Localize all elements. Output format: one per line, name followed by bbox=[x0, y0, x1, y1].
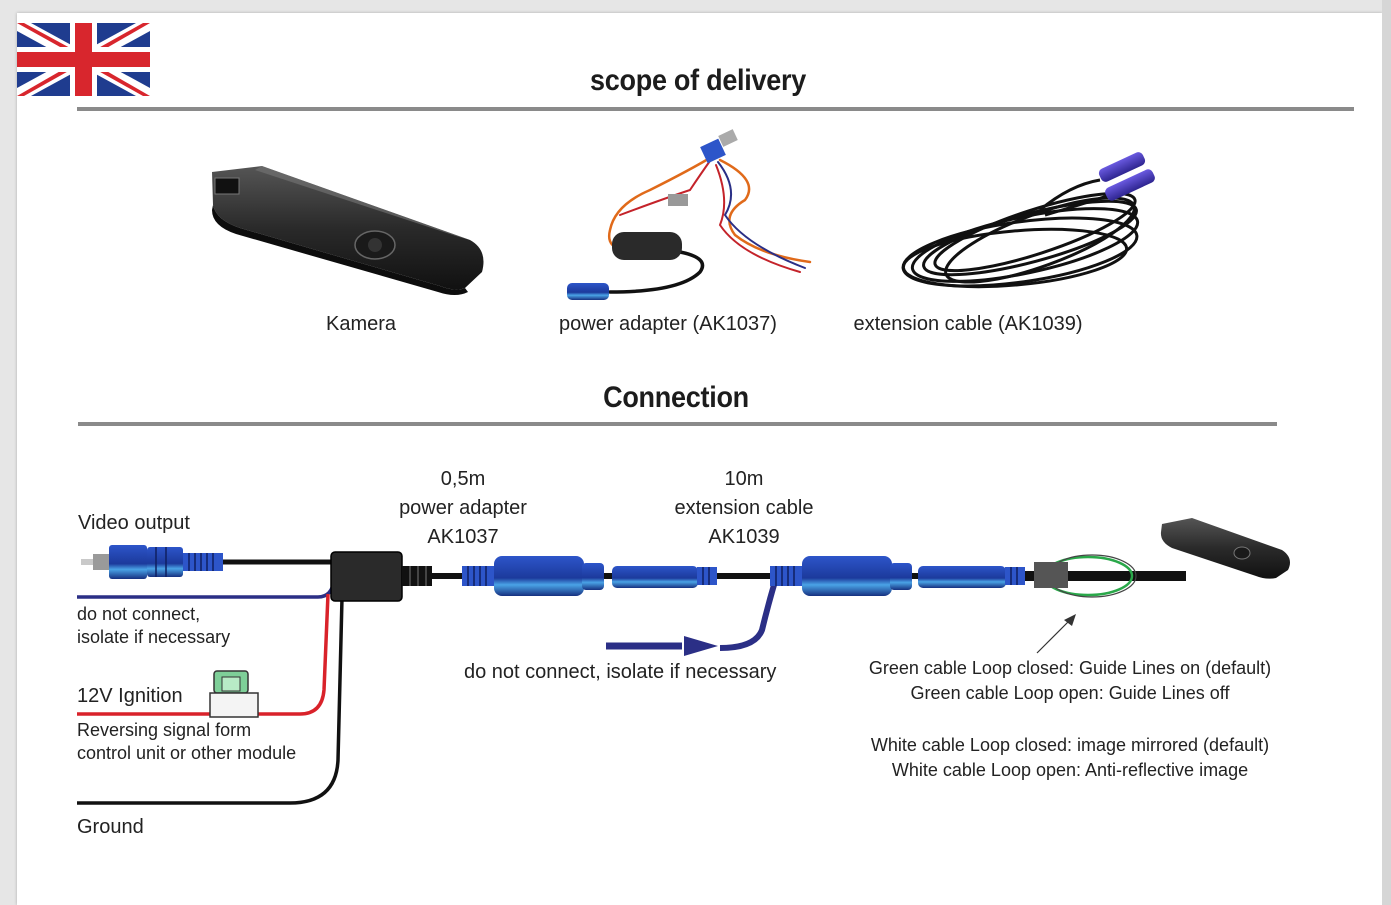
ignition-label: 12V Ignition bbox=[77, 685, 183, 707]
fuse-holder-icon bbox=[209, 670, 259, 718]
green-loop-open: Green cable Loop open: Guide Lines off bbox=[910, 683, 1230, 703]
section-divider bbox=[77, 107, 1354, 111]
adapter-connector-left bbox=[462, 556, 604, 596]
adapter-code: AK1037 bbox=[427, 526, 499, 548]
extension-length: 10m bbox=[724, 468, 764, 490]
extension-code: AK1039 bbox=[708, 526, 780, 548]
white-loop-closed: White cable Loop closed: image mirrored … bbox=[870, 735, 1270, 755]
reversing-line2: control unit or other module bbox=[77, 743, 297, 763]
extension-cable-product-photo bbox=[901, 152, 1155, 289]
extension-name: extension cable bbox=[674, 497, 814, 519]
green-loop-closed: Green cable Loop closed: Guide Lines on … bbox=[868, 658, 1272, 678]
power-adapter-product-photo bbox=[567, 129, 812, 300]
adapter-length: 0,5m bbox=[440, 468, 486, 490]
dnc-center-label: do not connect, isolate if necessary bbox=[464, 661, 777, 683]
manual-page bbox=[17, 13, 1382, 905]
camera-connector bbox=[918, 566, 1025, 588]
section-title-delivery: scope of delivery bbox=[590, 64, 806, 97]
white-loop-open: White cable Loop open: Anti-reflective i… bbox=[891, 760, 1249, 780]
uk-flag-icon bbox=[17, 23, 150, 96]
section-title-connection: Connection bbox=[603, 381, 749, 414]
junction-box bbox=[330, 551, 432, 602]
delivery-label-extension-cable: extension cable (AK1039) bbox=[853, 313, 1083, 335]
ground-label: Ground bbox=[77, 816, 144, 838]
section-divider bbox=[78, 422, 1277, 426]
dnc-blue-line2: isolate if necessary bbox=[77, 627, 231, 647]
camera-product-photo bbox=[212, 166, 484, 295]
adapter-name: power adapter bbox=[399, 497, 527, 519]
video-rca-plug bbox=[81, 545, 223, 579]
extension-connector-right bbox=[770, 556, 912, 596]
cable-loops bbox=[1034, 554, 1137, 598]
extension-connector-left bbox=[612, 566, 717, 588]
reversing-line1: Reversing signal form bbox=[77, 720, 252, 740]
dnc-blue-line1: do not connect, bbox=[77, 604, 201, 624]
page-edge bbox=[1382, 0, 1391, 905]
video-output-label: Video output bbox=[78, 512, 190, 534]
camera-icon bbox=[1160, 518, 1290, 579]
delivery-label-power-adapter: power adapter (AK1037) bbox=[559, 313, 777, 335]
delivery-label-camera: Kamera bbox=[325, 313, 397, 335]
